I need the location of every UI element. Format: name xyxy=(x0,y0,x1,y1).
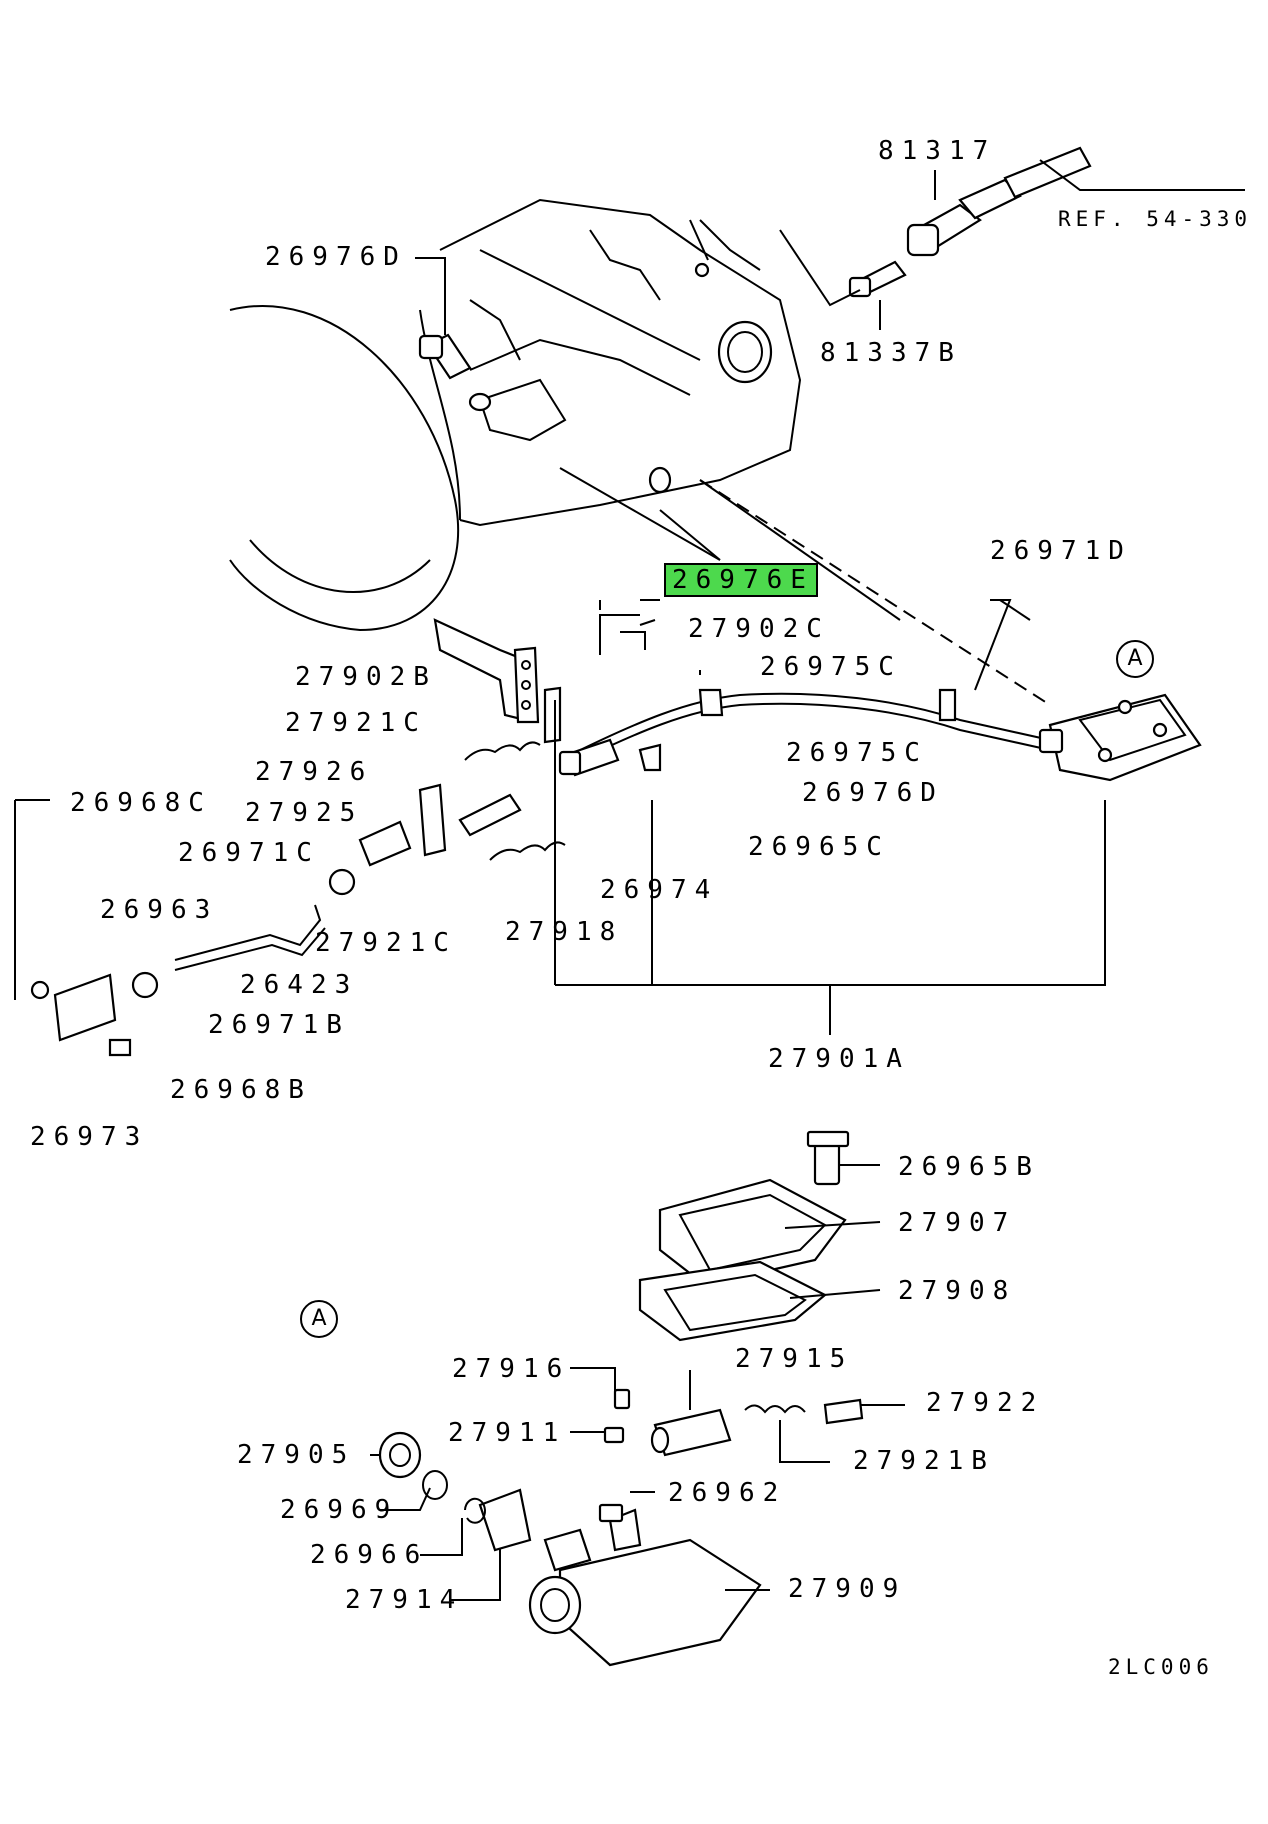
label-27907[interactable]: 27907 xyxy=(898,1208,1017,1238)
label-27909[interactable]: 27909 xyxy=(788,1574,907,1604)
label-27916[interactable]: 27916 xyxy=(452,1354,571,1384)
label-27918[interactable]: 27918 xyxy=(505,917,624,947)
bolt-26976d-top xyxy=(418,333,472,380)
label-27921c-b[interactable]: 27921C xyxy=(315,928,457,958)
label-26971d[interactable]: 26971D xyxy=(990,536,1132,566)
label-26968b[interactable]: 26968B xyxy=(170,1075,312,1105)
sensor-assembly xyxy=(779,146,1245,307)
label-26971c[interactable]: 26971C xyxy=(178,838,320,868)
label-26965b[interactable]: 26965B xyxy=(898,1152,1040,1182)
label-27911[interactable]: 27911 xyxy=(448,1418,567,1448)
label-26975c-b[interactable]: 26975C xyxy=(786,738,928,768)
label-26965c[interactable]: 26965C xyxy=(748,832,890,862)
label-26971b[interactable]: 26971B xyxy=(208,1010,350,1040)
label-27926[interactable]: 27926 xyxy=(255,757,374,787)
bottom-leaders xyxy=(370,700,1106,1601)
label-26974[interactable]: 26974 xyxy=(600,875,719,905)
label-26963[interactable]: 26963 xyxy=(100,895,219,925)
label-27914[interactable]: 27914 xyxy=(345,1585,464,1615)
label-26976e-highlighted[interactable]: 26976E xyxy=(664,563,818,597)
label-27922[interactable]: 27922 xyxy=(926,1388,1045,1418)
label-26968c[interactable]: 26968C xyxy=(70,788,212,818)
label-26962[interactable]: 26962 xyxy=(668,1478,787,1508)
label-26973[interactable]: 26973 xyxy=(30,1122,149,1152)
callout-a-top: A xyxy=(1116,640,1154,678)
callout-a-bottom: A xyxy=(300,1300,338,1338)
label-27921c-a[interactable]: 27921C xyxy=(285,708,427,738)
label-ref[interactable]: REF. 54-330 xyxy=(1058,207,1253,231)
label-26976d-mid[interactable]: 26976D xyxy=(802,778,944,808)
label-26976d-top[interactable]: 26976D xyxy=(265,242,407,272)
label-27915[interactable]: 27915 xyxy=(735,1344,854,1374)
label-26969[interactable]: 26969 xyxy=(280,1495,399,1525)
label-27908[interactable]: 27908 xyxy=(898,1276,1017,1306)
label-26966[interactable]: 26966 xyxy=(310,1540,429,1570)
cover-assembly xyxy=(378,1130,864,1667)
label-81317[interactable]: 81317 xyxy=(878,136,997,166)
label-26975c-a[interactable]: 26975C xyxy=(760,652,902,682)
shift-cable xyxy=(558,688,1202,782)
label-27901a[interactable]: 27901A xyxy=(768,1044,910,1074)
rod-assembly xyxy=(14,618,566,1057)
label-27902c[interactable]: 27902C xyxy=(688,614,830,644)
label-81337b[interactable]: 81337B xyxy=(820,338,962,368)
leader-lines xyxy=(415,170,1051,706)
label-27905[interactable]: 27905 xyxy=(237,1440,356,1470)
label-27921b[interactable]: 27921B xyxy=(853,1446,995,1476)
diagram-code: 2LC006 xyxy=(1108,1655,1214,1679)
transmission-housing xyxy=(229,198,802,632)
label-27902b[interactable]: 27902B xyxy=(295,662,437,692)
label-27925[interactable]: 27925 xyxy=(245,798,364,828)
label-26423[interactable]: 26423 xyxy=(240,970,359,1000)
